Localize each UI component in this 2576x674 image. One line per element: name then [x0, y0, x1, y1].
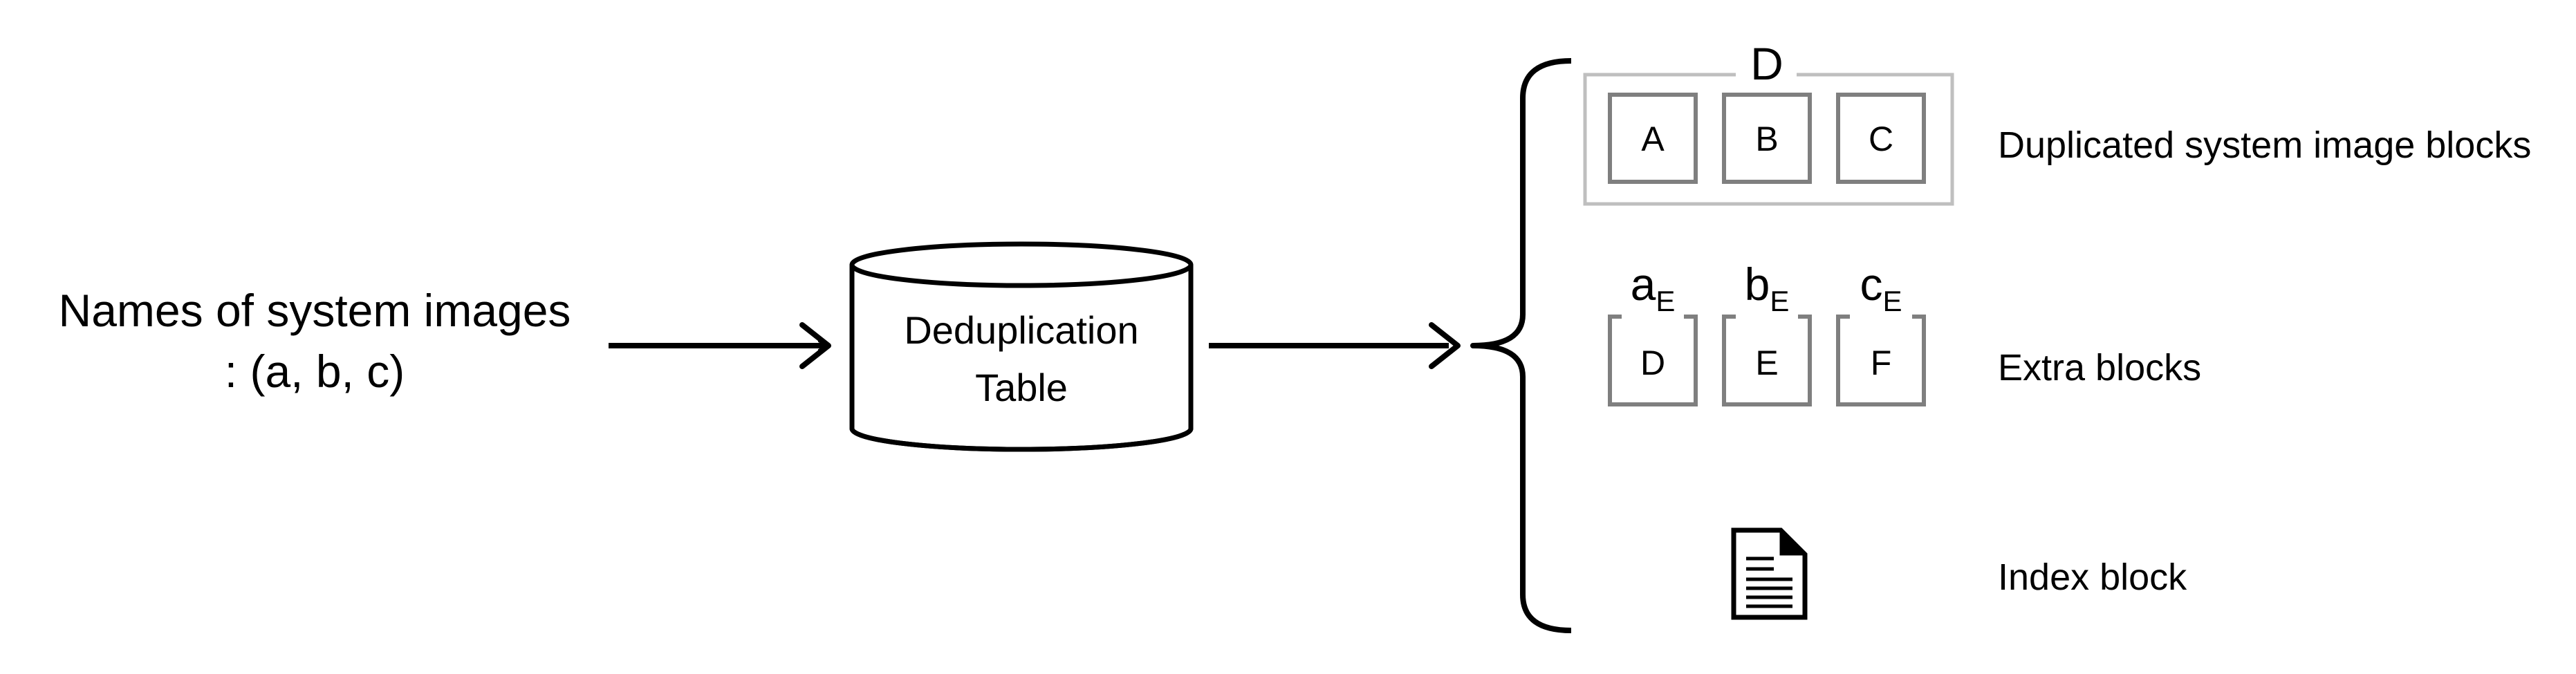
arrow-to-table-head [799, 322, 831, 369]
dedup-table-label-line2: Table [975, 366, 1068, 409]
dup-block-a: A [1608, 93, 1698, 184]
extra-block-b: bE E [1722, 259, 1812, 406]
dup-block-b-label: B [1755, 120, 1778, 158]
extra-block-e-label: E [1755, 344, 1778, 382]
dup-block-c-label: C [1869, 120, 1893, 158]
extra-block-f-label: F [1871, 344, 1892, 382]
dup-block-a-label: A [1641, 120, 1665, 158]
dup-block-c: C [1836, 93, 1926, 184]
input-label-line1: Names of system images [59, 285, 571, 336]
extra-label-b: bE [1745, 259, 1790, 317]
arrow-to-outputs-head [1429, 322, 1461, 369]
input-label-line2: : (a, b, c) [225, 346, 405, 397]
duplicated-blocks-group: D A B C [1583, 38, 1954, 206]
extra-block-a: aE D [1608, 259, 1698, 406]
label-extra-blocks: Extra blocks [1998, 347, 2201, 389]
document-icon [1731, 527, 1808, 620]
label-duplicated-blocks: Duplicated system image blocks [1998, 124, 2531, 166]
group-label: D [1750, 38, 1783, 89]
dup-block-b: B [1722, 93, 1812, 184]
extra-label-c: cE [1860, 259, 1902, 317]
extra-block-d-label: D [1640, 344, 1665, 382]
extra-block-c: cE F [1836, 259, 1926, 406]
extra-label-a: aE [1631, 259, 1676, 317]
dedup-table-label-line1: Deduplication [904, 308, 1138, 352]
dedup-table-cylinder: Deduplication Table [849, 241, 1194, 452]
label-index-block: Index block [1998, 556, 2187, 598]
extra-blocks-group: aE D bE E cE F [1608, 259, 1926, 406]
input-label: Names of system images : (a, b, c) [59, 285, 571, 397]
output-brace [1470, 58, 1572, 633]
